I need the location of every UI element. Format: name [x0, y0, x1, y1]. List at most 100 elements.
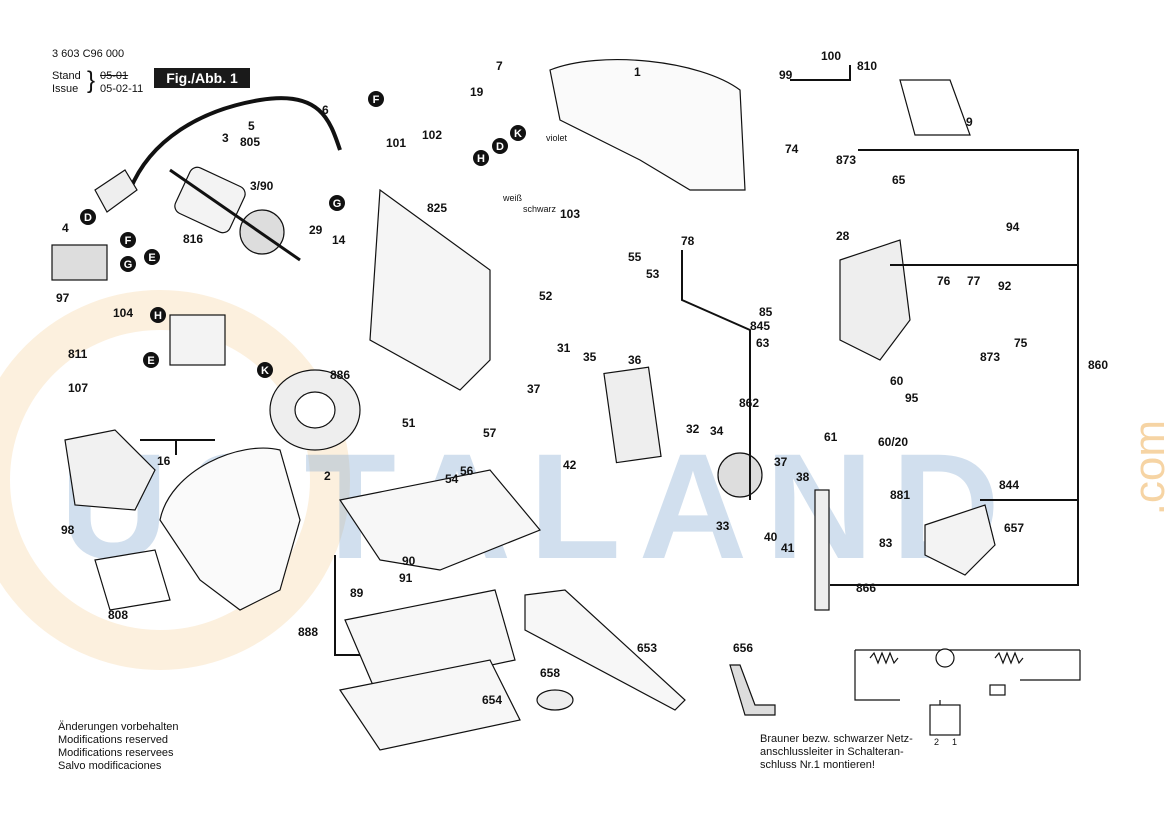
label-9: 9: [966, 115, 973, 129]
wire-label-violet: violet: [546, 133, 568, 143]
figure-label: Fig./Abb. 1: [154, 68, 250, 88]
guide-657: [924, 504, 996, 576]
label-65: 65: [892, 173, 906, 187]
label-845-left: 845: [750, 319, 770, 333]
label-1-top: 1: [634, 65, 641, 79]
connector-K-top: K: [514, 128, 522, 140]
label-40: 40: [764, 530, 778, 544]
label-866: 866: [856, 581, 876, 595]
power-cord: [128, 96, 342, 191]
label-37: 37: [527, 382, 541, 396]
label-95: 95: [905, 391, 919, 405]
label-825: 825: [427, 201, 447, 215]
footer-line-3: Modifications reservees: [58, 747, 174, 759]
label-860: 860: [1088, 358, 1108, 372]
label-14: 14: [332, 233, 346, 247]
label-103: 103: [560, 207, 580, 221]
label-7: 7: [496, 59, 503, 73]
label-654: 654: [482, 693, 502, 707]
label-52: 52: [539, 289, 553, 303]
hex-key-656: [729, 664, 776, 716]
plate-654: [339, 659, 521, 751]
connector-G-left: G: [124, 259, 133, 271]
connector-F-top: F: [373, 94, 380, 106]
gear-33: [717, 452, 763, 498]
label-107-left: 107: [68, 381, 88, 395]
label-657: 657: [1004, 521, 1024, 535]
label-36: 36: [628, 353, 642, 367]
label-808: [94, 549, 171, 611]
plug-shape: [94, 169, 138, 213]
connector-D-left: D: [84, 212, 92, 224]
label-104: 104: [113, 306, 133, 320]
label-61: 61: [824, 430, 838, 444]
label-76: 76: [937, 274, 951, 288]
label-873-low: 873: [980, 350, 1000, 364]
label-101: 101: [386, 136, 406, 150]
label-77: 77: [967, 274, 981, 288]
label-74: 74: [785, 142, 799, 156]
connector-F-left: F: [125, 235, 132, 247]
label-4: 4: [62, 221, 69, 235]
connector-G-top: G: [333, 198, 342, 210]
label-873-top: 873: [836, 153, 856, 167]
label-99: 99: [779, 68, 793, 82]
footer-line-1: Änderungen vorbehalten: [58, 721, 179, 733]
label-2: 2: [324, 469, 331, 483]
issue-label: Issue: [52, 83, 79, 95]
armature: [169, 166, 301, 262]
label-19: 19: [470, 85, 484, 99]
label-888: 888: [298, 625, 318, 639]
label-810: 810: [857, 59, 877, 73]
label-97: 97: [56, 291, 70, 305]
connector-E-mid: E: [147, 355, 154, 367]
label-844: 844: [999, 478, 1019, 492]
label-41: 41: [781, 541, 795, 555]
label-92: 92: [998, 279, 1012, 293]
base-plate: [339, 469, 541, 571]
brace-glyph: }: [87, 67, 96, 94]
label-33: 33: [716, 519, 730, 533]
label-85: 85: [759, 305, 773, 319]
main-housing: [549, 59, 746, 191]
label-98: 98: [61, 523, 75, 537]
label-56: 56: [460, 464, 474, 478]
label-55: 55: [628, 250, 642, 264]
footer-line-4: Salvo modificaciones: [58, 760, 162, 772]
label-42: 42: [563, 458, 577, 472]
label-886: 886: [330, 368, 350, 382]
connector-markers: F G K D H F G E D H E K: [80, 91, 526, 378]
label-29: 29: [309, 223, 323, 237]
connector-D-top: D: [496, 141, 504, 153]
label-51: 51: [402, 416, 416, 430]
label-811-left: 811: [68, 347, 88, 361]
label-658: 658: [540, 666, 560, 680]
label-57: 57: [483, 426, 497, 440]
label-6: 6: [322, 103, 329, 117]
old-date: 05-01: [100, 70, 129, 82]
label-63: 63: [756, 336, 770, 350]
motor-cap: [64, 429, 156, 511]
label-38: 38: [796, 470, 810, 484]
plunger-866: [814, 489, 830, 611]
label-16: 16: [157, 454, 171, 468]
label-31: 31: [557, 341, 571, 355]
pendulum-housing: [839, 239, 911, 361]
note-line-3: schluss Nr.1 montieren!: [760, 759, 875, 771]
label-100: 100: [821, 49, 841, 63]
label-78: 78: [681, 234, 695, 248]
schematic-terminal-1: 1: [952, 737, 957, 747]
footer-line-2: Modifications reserved: [58, 734, 169, 746]
label-805: 805: [240, 135, 260, 149]
label-3-90: 3/90: [250, 179, 274, 193]
housing-half: [159, 447, 301, 611]
label-75: 75: [1014, 336, 1028, 350]
label-653: 653: [637, 641, 657, 655]
label-656: 656: [733, 641, 753, 655]
bracket-36: [603, 366, 662, 464]
group-brackets: [140, 65, 1079, 656]
note-line-1: Brauner bezw. schwarzer Netz-: [760, 733, 913, 745]
label-60-20: 60/20: [878, 435, 908, 449]
label-60: 60: [890, 374, 904, 388]
